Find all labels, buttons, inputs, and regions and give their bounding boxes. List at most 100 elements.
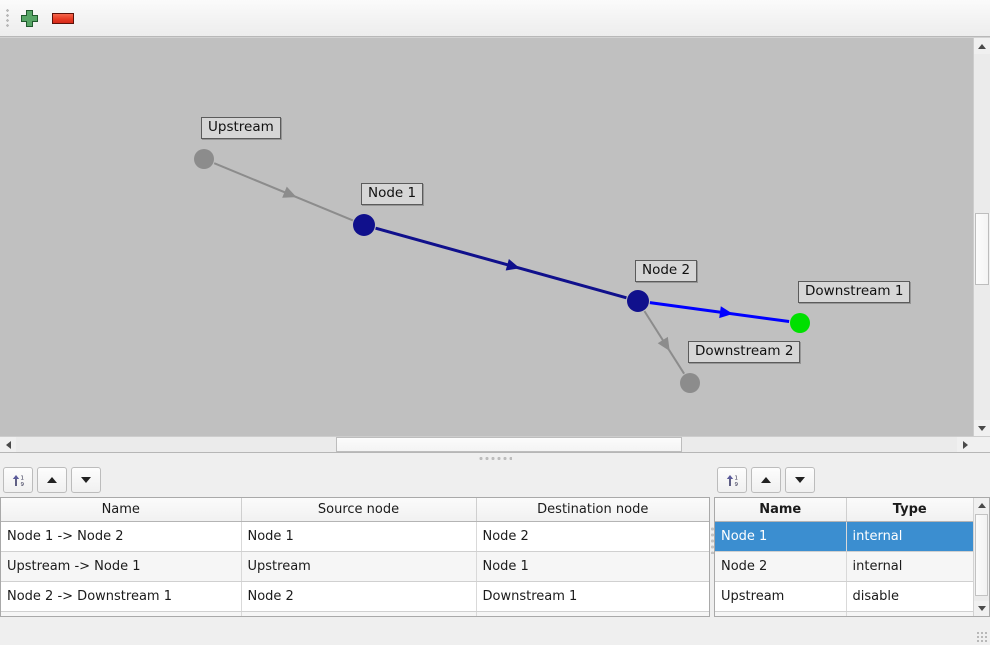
cell-type[interactable]: disable <box>846 581 973 612</box>
graph-edge-arrow-node2-downstream2 <box>657 336 670 352</box>
scroll-up-arrow[interactable] <box>974 38 990 54</box>
nodes-scroll-down-arrow[interactable] <box>974 601 989 616</box>
graph-vertical-scrollbar[interactable] <box>973 38 990 436</box>
vertical-splitter[interactable] <box>710 463 714 617</box>
graph-node-label-downstream2[interactable]: Downstream 2 <box>688 341 801 363</box>
triangle-down-icon <box>81 477 91 483</box>
window-resize-grip[interactable] <box>976 631 988 643</box>
vscroll-thumb[interactable] <box>975 213 989 285</box>
cell-name[interactable]: Upstream <box>715 581 847 612</box>
toolbar-drag-handle[interactable] <box>2 5 12 31</box>
graph-node-node2[interactable] <box>627 290 649 312</box>
graph-svg <box>194 149 810 393</box>
triangle-down-icon <box>795 477 805 483</box>
minus-icon <box>52 12 74 24</box>
graph-node-label-downstream1[interactable]: Downstream 1 <box>798 281 911 303</box>
sort-icon: 1 9 <box>12 474 24 488</box>
graph-edge-node1-node2[interactable] <box>375 226 627 300</box>
nodes-sort-button[interactable]: 1 9 <box>717 467 747 493</box>
cell-destination[interactable]: Downstream 1 <box>476 581 709 612</box>
cell-source[interactable]: Upstream <box>241 551 477 582</box>
graph-edge-arrow-node2-downstream1 <box>719 306 733 319</box>
cell-destination[interactable]: Node 1 <box>476 551 709 582</box>
hscroll-thumb[interactable] <box>336 437 682 452</box>
cell-source[interactable]: Node 2 <box>241 611 477 616</box>
nodes-toolbar: 1 9 <box>714 463 990 497</box>
column-header-source-node[interactable]: Source node <box>241 498 477 522</box>
cell-name[interactable]: Node 2 -> Downstream 2 <box>1 611 242 616</box>
graph-node-label-upstream[interactable]: Upstream <box>201 117 281 139</box>
graph-node-label-node2[interactable]: Node 2 <box>635 260 698 282</box>
cell-destination[interactable]: Downstream 2 <box>476 611 709 616</box>
nodes-move-up-button[interactable] <box>751 467 781 493</box>
cell-name[interactable]: Node 2 <box>715 551 847 582</box>
column-header-name[interactable]: Name <box>1 498 242 522</box>
horizontal-splitter[interactable] <box>0 452 990 463</box>
cell-name[interactable]: Downstream 1 <box>715 611 847 616</box>
cell-type[interactable]: internal <box>846 521 973 552</box>
nodes-vscroll-thumb[interactable] <box>975 514 988 596</box>
graph-node-label-node1[interactable]: Node 1 <box>361 183 424 205</box>
hscroll-track[interactable] <box>16 437 957 452</box>
cell-source[interactable]: Node 1 <box>241 521 477 552</box>
nodes-table-vertical-scrollbar[interactable] <box>973 498 989 616</box>
cell-name[interactable]: Node 1 -> Node 2 <box>1 521 242 552</box>
graph-edge-arrow-node1-node2 <box>505 258 520 271</box>
vscroll-track-lower[interactable] <box>974 285 990 420</box>
links-sort-button[interactable]: 1 9 <box>3 467 33 493</box>
links-toolbar: 1 9 <box>0 463 710 497</box>
cell-name[interactable]: Upstream -> Node 1 <box>1 551 242 582</box>
scroll-down-arrow[interactable] <box>974 420 990 436</box>
cell-destination[interactable]: Node 2 <box>476 521 709 552</box>
column-header-destination-node[interactable]: Destination node <box>476 498 709 522</box>
graph-node-node1[interactable] <box>353 214 375 236</box>
add-node-button[interactable] <box>14 3 44 33</box>
graph-node-downstream2[interactable] <box>680 373 700 393</box>
scroll-left-arrow[interactable] <box>0 437 16 452</box>
links-move-down-button[interactable] <box>71 467 101 493</box>
graph-node-downstream1[interactable] <box>790 313 810 333</box>
graph-edge-node2-downstream1[interactable] <box>649 301 790 324</box>
graph-node-upstream[interactable] <box>194 149 214 169</box>
nodes-vscroll-track[interactable] <box>974 596 989 601</box>
sort-icon: 1 9 <box>726 474 738 488</box>
scroll-right-arrow[interactable] <box>957 437 973 452</box>
cell-name[interactable]: Node 1 <box>715 521 847 552</box>
cell-type[interactable]: downstream <box>846 611 973 616</box>
column-header-type[interactable]: Type <box>846 498 973 522</box>
status-bar <box>0 617 990 645</box>
svg-text:9: 9 <box>20 482 24 488</box>
nodes-scroll-up-arrow[interactable] <box>974 498 989 513</box>
links-move-up-button[interactable] <box>37 467 67 493</box>
vscroll-track-upper[interactable] <box>974 54 990 213</box>
cell-type[interactable]: internal <box>846 551 973 582</box>
table-row[interactable]: Downstream 1downstream <box>715 611 973 616</box>
plus-icon <box>20 9 38 27</box>
nodes-move-down-button[interactable] <box>785 467 815 493</box>
graph-edge-upstream-node1[interactable] <box>213 162 354 222</box>
svg-text:1: 1 <box>734 475 738 481</box>
column-header-name[interactable]: Name <box>715 498 847 522</box>
graph-horizontal-scrollbar[interactable] <box>0 436 990 452</box>
remove-node-button[interactable] <box>48 3 78 33</box>
main-toolbar <box>0 0 990 37</box>
cell-source[interactable]: Node 2 <box>241 581 477 612</box>
svg-text:1: 1 <box>20 475 24 481</box>
cell-name[interactable]: Node 2 -> Downstream 1 <box>1 581 242 612</box>
